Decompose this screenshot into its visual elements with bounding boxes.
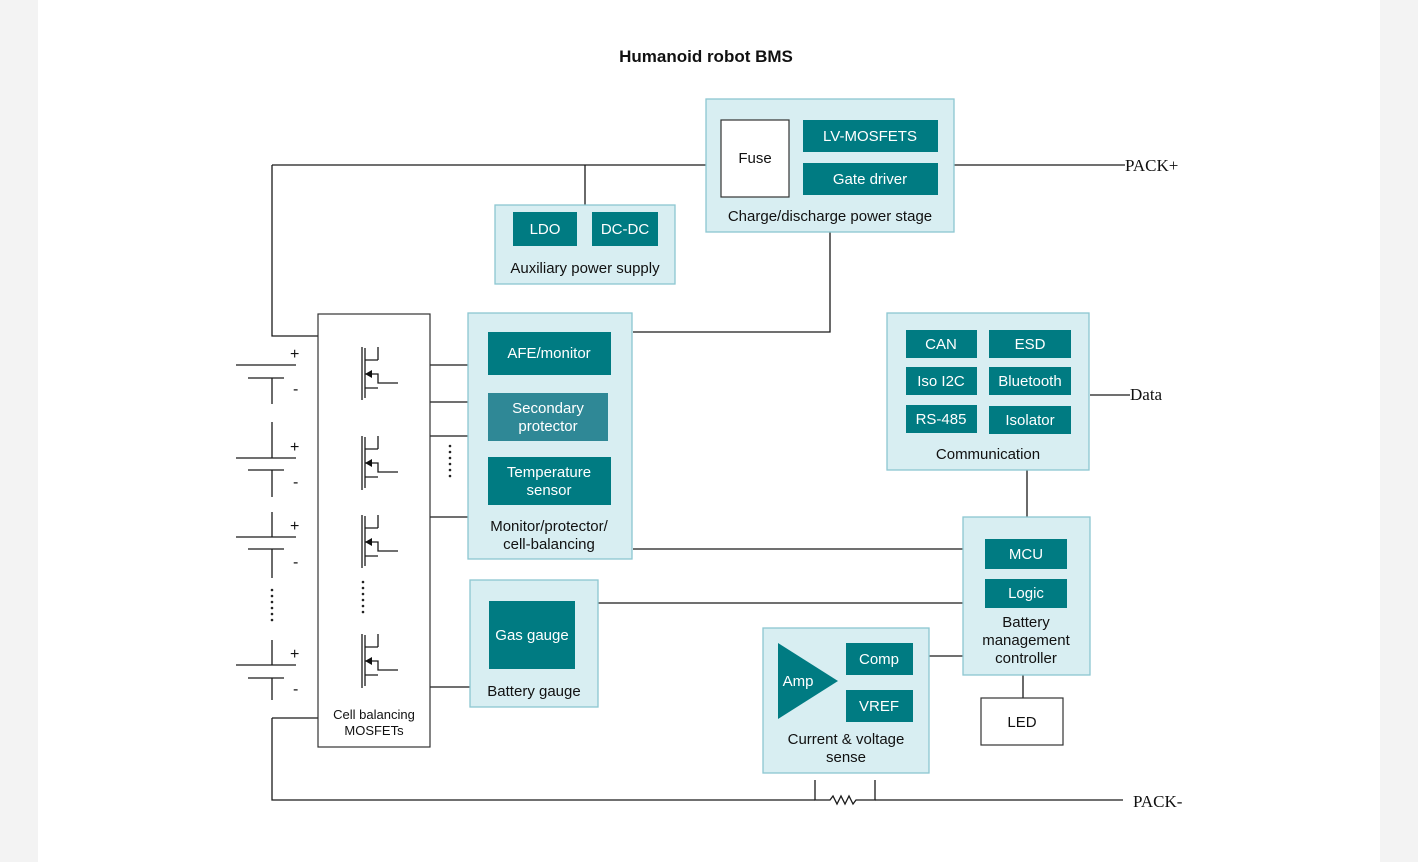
dcdc-label: DC-DC [601,221,649,238]
led-block: LED [980,697,1064,746]
sense-label-2: sense [826,749,866,766]
isolator-block [989,406,1071,434]
controller-label-3: controller [995,650,1057,667]
battery-cell-4: + - [236,640,299,700]
afe-monitor-block [488,332,611,375]
bms-block-diagram: Humanoid robot BMS PACK+ [236,47,1183,811]
gas-gauge-label: Gas gauge [495,627,568,644]
rs485-label: RS-485 [916,411,967,428]
controller-label-2: management [982,632,1070,649]
logic-label: Logic [1008,585,1044,602]
current-voltage-sense-block: Amp Comp VREF Current & voltage sense [762,627,930,774]
cell-4-plus: + [290,646,299,663]
auxiliary-power-supply: LDO DC-DC Auxiliary power supply [494,204,676,285]
charge-discharge-power-stage: Fuse LV-MOSFETS Gate driver Charge/disch… [705,98,955,233]
monitor-protector-block: AFE/monitor Secondary protector Temperat… [467,312,633,560]
mosfet-symbols [361,347,398,688]
mosfet-continuation-dots [361,580,365,614]
cell-1-plus: + [290,346,299,363]
aux-supply-label: Auxiliary power supply [510,260,660,277]
balance-wire-dots [448,444,452,478]
battery-cell-2: + - [236,422,299,497]
afe-monitor-label: AFE/monitor [507,345,590,362]
cell-1-minus: - [293,381,298,398]
temperature-sensor-block [488,457,611,505]
cell-4-minus: - [293,681,298,698]
secondary-protector-block [488,393,608,441]
comp-label: Comp [859,651,899,668]
page-canvas: Humanoid robot BMS PACK+ [38,0,1380,862]
sense-label-1: Current & voltage [788,731,905,748]
fuse-label: Fuse [738,150,771,167]
amp-label: Amp [783,673,814,690]
communication-block: CAN ESD Iso I2C Bluetooth RS-485 Isolato… [886,312,1090,471]
amp-triangle [778,643,838,719]
iso-i2c-label: Iso I2C [917,373,965,390]
isolator-label: Isolator [1005,412,1054,429]
rs485-block [906,405,977,433]
battery-gauge-block: Gas gauge Battery gauge [469,579,599,708]
battery-gauge-label: Battery gauge [487,683,580,700]
monitor-label-1: Monitor/protector/ [490,518,608,535]
cell-balancing-label-2: MOSFETs [344,723,404,738]
temperature-sensor-label-1: Temperature [507,464,591,481]
mosfet-4 [361,634,398,688]
diagram-title: Humanoid robot BMS [619,47,793,66]
can-label: CAN [925,336,957,353]
cell-continuation-dots [270,588,274,622]
vref-block [846,690,913,722]
mcu-block [985,539,1067,569]
pack-minus-label: PACK- [1133,792,1183,811]
battery-cells: + - + - + - + - [236,346,299,700]
power-stage-label: Charge/discharge power stage [728,208,932,225]
gas-gauge-block [489,601,575,669]
secondary-protector-label-2: protector [518,418,577,435]
temperature-sensor-label-2: sensor [526,482,571,499]
lv-mosfets-block [803,120,938,152]
vref-label: VREF [859,698,899,715]
gate-driver-label: Gate driver [833,171,907,188]
secondary-protector-label-1: Secondary [512,400,584,417]
data-label: Data [1130,385,1163,404]
dcdc-block [592,212,658,246]
cell-3-minus: - [293,554,298,571]
cell-2-plus: + [290,439,299,456]
mosfet-2 [361,436,398,490]
led-box [980,697,1064,746]
cell-3-plus: + [290,518,299,535]
communication-label: Communication [936,446,1040,463]
left-rail-bottom-wire [271,718,815,801]
led-label: LED [1007,714,1036,731]
battery-cell-3: + - [236,512,299,578]
gate-driver-block [803,163,938,195]
monitor-label-2: cell-balancing [503,536,595,553]
iso-i2c-block [906,367,977,395]
cell-balancing-block: Cell balancing MOSFETs [317,313,431,748]
ldo-label: LDO [530,221,561,238]
cell-balancing-box [317,313,431,748]
bluetooth-block [989,367,1071,395]
battery-cell-1: + - [236,346,299,404]
mosfet-3 [361,515,398,568]
battery-management-controller: MCU Logic Battery management controller [962,516,1091,676]
bluetooth-label: Bluetooth [998,373,1061,390]
left-rail-top-wire [271,165,318,337]
power-stage-to-monitor-wire [633,232,831,333]
ldo-block [513,212,577,246]
comp-block [846,643,913,675]
controller-label-1: Battery [1002,614,1050,631]
pack-plus-label: PACK+ [1125,156,1178,175]
shunt-resistor [814,780,876,806]
fuse-box [720,119,790,198]
cell-balancing-label-1: Cell balancing [333,707,415,722]
lv-mosfets-label: LV-MOSFETS [823,128,917,145]
cell-2-minus: - [293,474,298,491]
esd-label: ESD [1015,336,1046,353]
esd-block [989,330,1071,358]
mosfet-1 [361,347,398,400]
wires [271,164,1130,806]
mcu-label: MCU [1009,546,1043,563]
logic-block [985,579,1067,608]
can-block [906,330,977,358]
